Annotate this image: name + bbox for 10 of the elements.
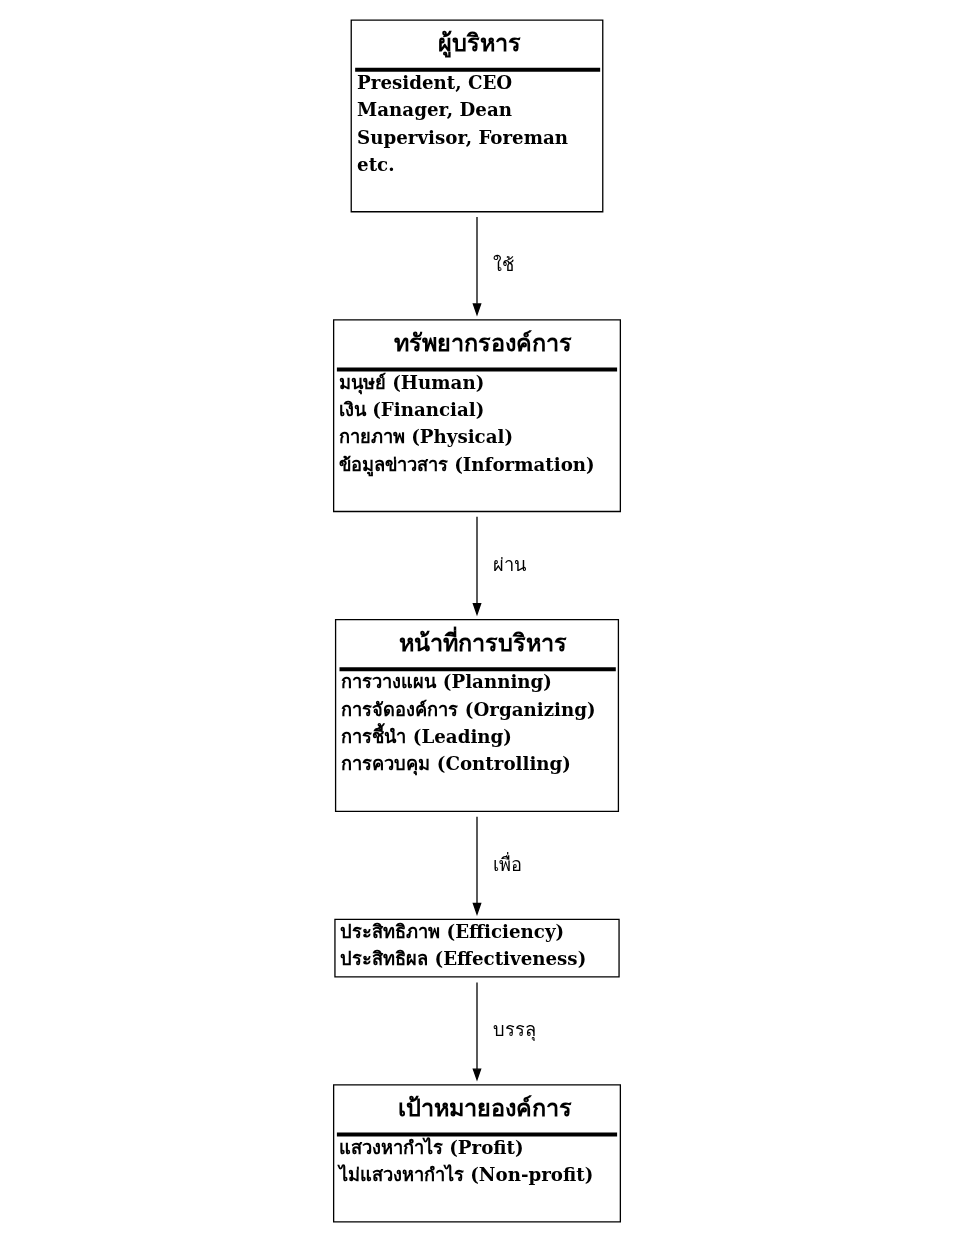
node-box: หน้าที่การบริหาร การวางแผน (Planning) การจัดองค์การ (Organizing) การชี้นำ (Leading) การควบคุม (Controlling) (334, 619, 620, 812)
edge-label: ใช้ (493, 254, 515, 276)
arrow (472, 216, 482, 317)
edge-label: ผ่าน (492, 554, 526, 576)
edge-label: บรรลุ (492, 1019, 536, 1041)
arrow (472, 516, 482, 617)
node-box: ประสิทธิภาพ (Efficiency) ประสิทธิผล (Effectiveness) (334, 918, 620, 978)
arrow (472, 816, 482, 916)
edge-label: เพื่อ (492, 853, 522, 875)
arrow (472, 981, 482, 1082)
